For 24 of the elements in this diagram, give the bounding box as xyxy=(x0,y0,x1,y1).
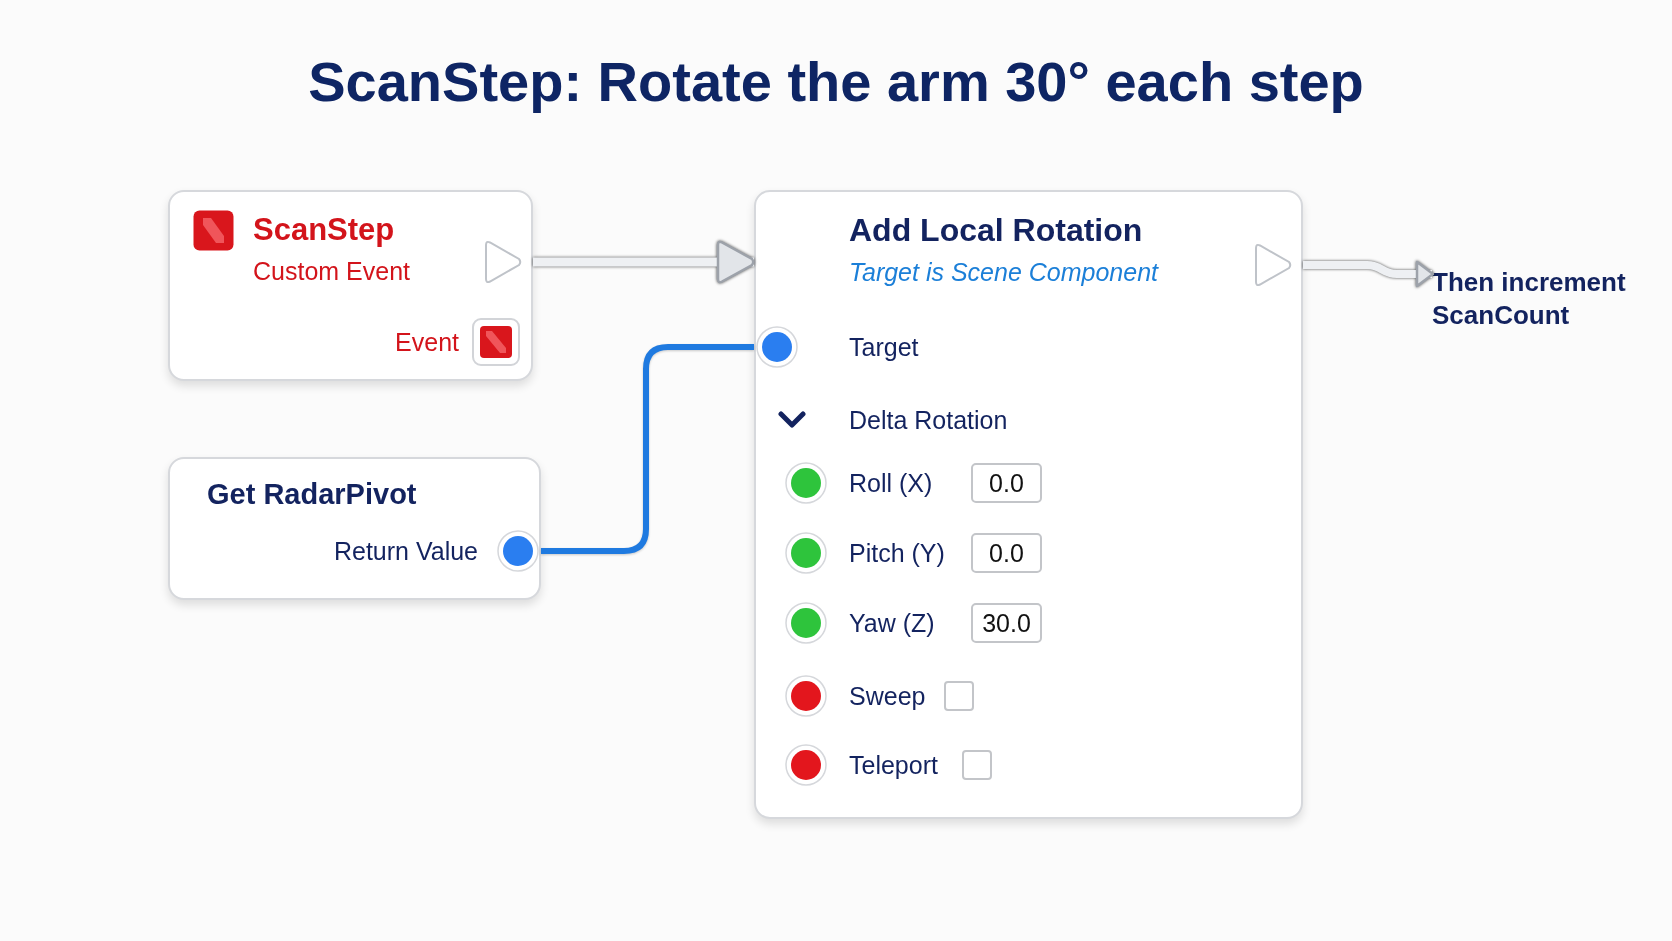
diagram-title: ScanStep: Rotate the arm 30° each step xyxy=(308,50,1364,115)
node-card xyxy=(754,190,1303,819)
annotation-text: Then increment ScanCount xyxy=(1432,266,1638,331)
node-title: ScanStep xyxy=(253,212,395,248)
pin-label: Target xyxy=(849,332,919,362)
pin-label: Event xyxy=(395,327,459,357)
pin-label: Sweep xyxy=(849,681,926,711)
pin-label: Teleport xyxy=(849,750,938,780)
node-title: Get RadarPivot xyxy=(207,478,417,512)
node-subtitle: Custom Event xyxy=(253,256,410,286)
pin-label: Roll (X) xyxy=(849,468,933,498)
pin-label: Return Value xyxy=(333,536,478,566)
node-card xyxy=(168,190,533,381)
node-card xyxy=(168,457,541,600)
number-field: 30.0 xyxy=(971,603,1042,643)
pin-label: Yaw (Z) xyxy=(849,608,935,638)
pin-label: Pitch (Y) xyxy=(849,538,945,568)
arrow xyxy=(1303,260,1435,288)
section-label: Delta Rotation xyxy=(849,405,1008,435)
node-title: Add Local Rotation xyxy=(849,211,1143,249)
connector-wire xyxy=(541,344,754,554)
number-field: 0.0 xyxy=(971,463,1042,503)
node-subtitle: Target is Scene Component xyxy=(849,257,1158,287)
number-field: 0.0 xyxy=(971,533,1042,573)
